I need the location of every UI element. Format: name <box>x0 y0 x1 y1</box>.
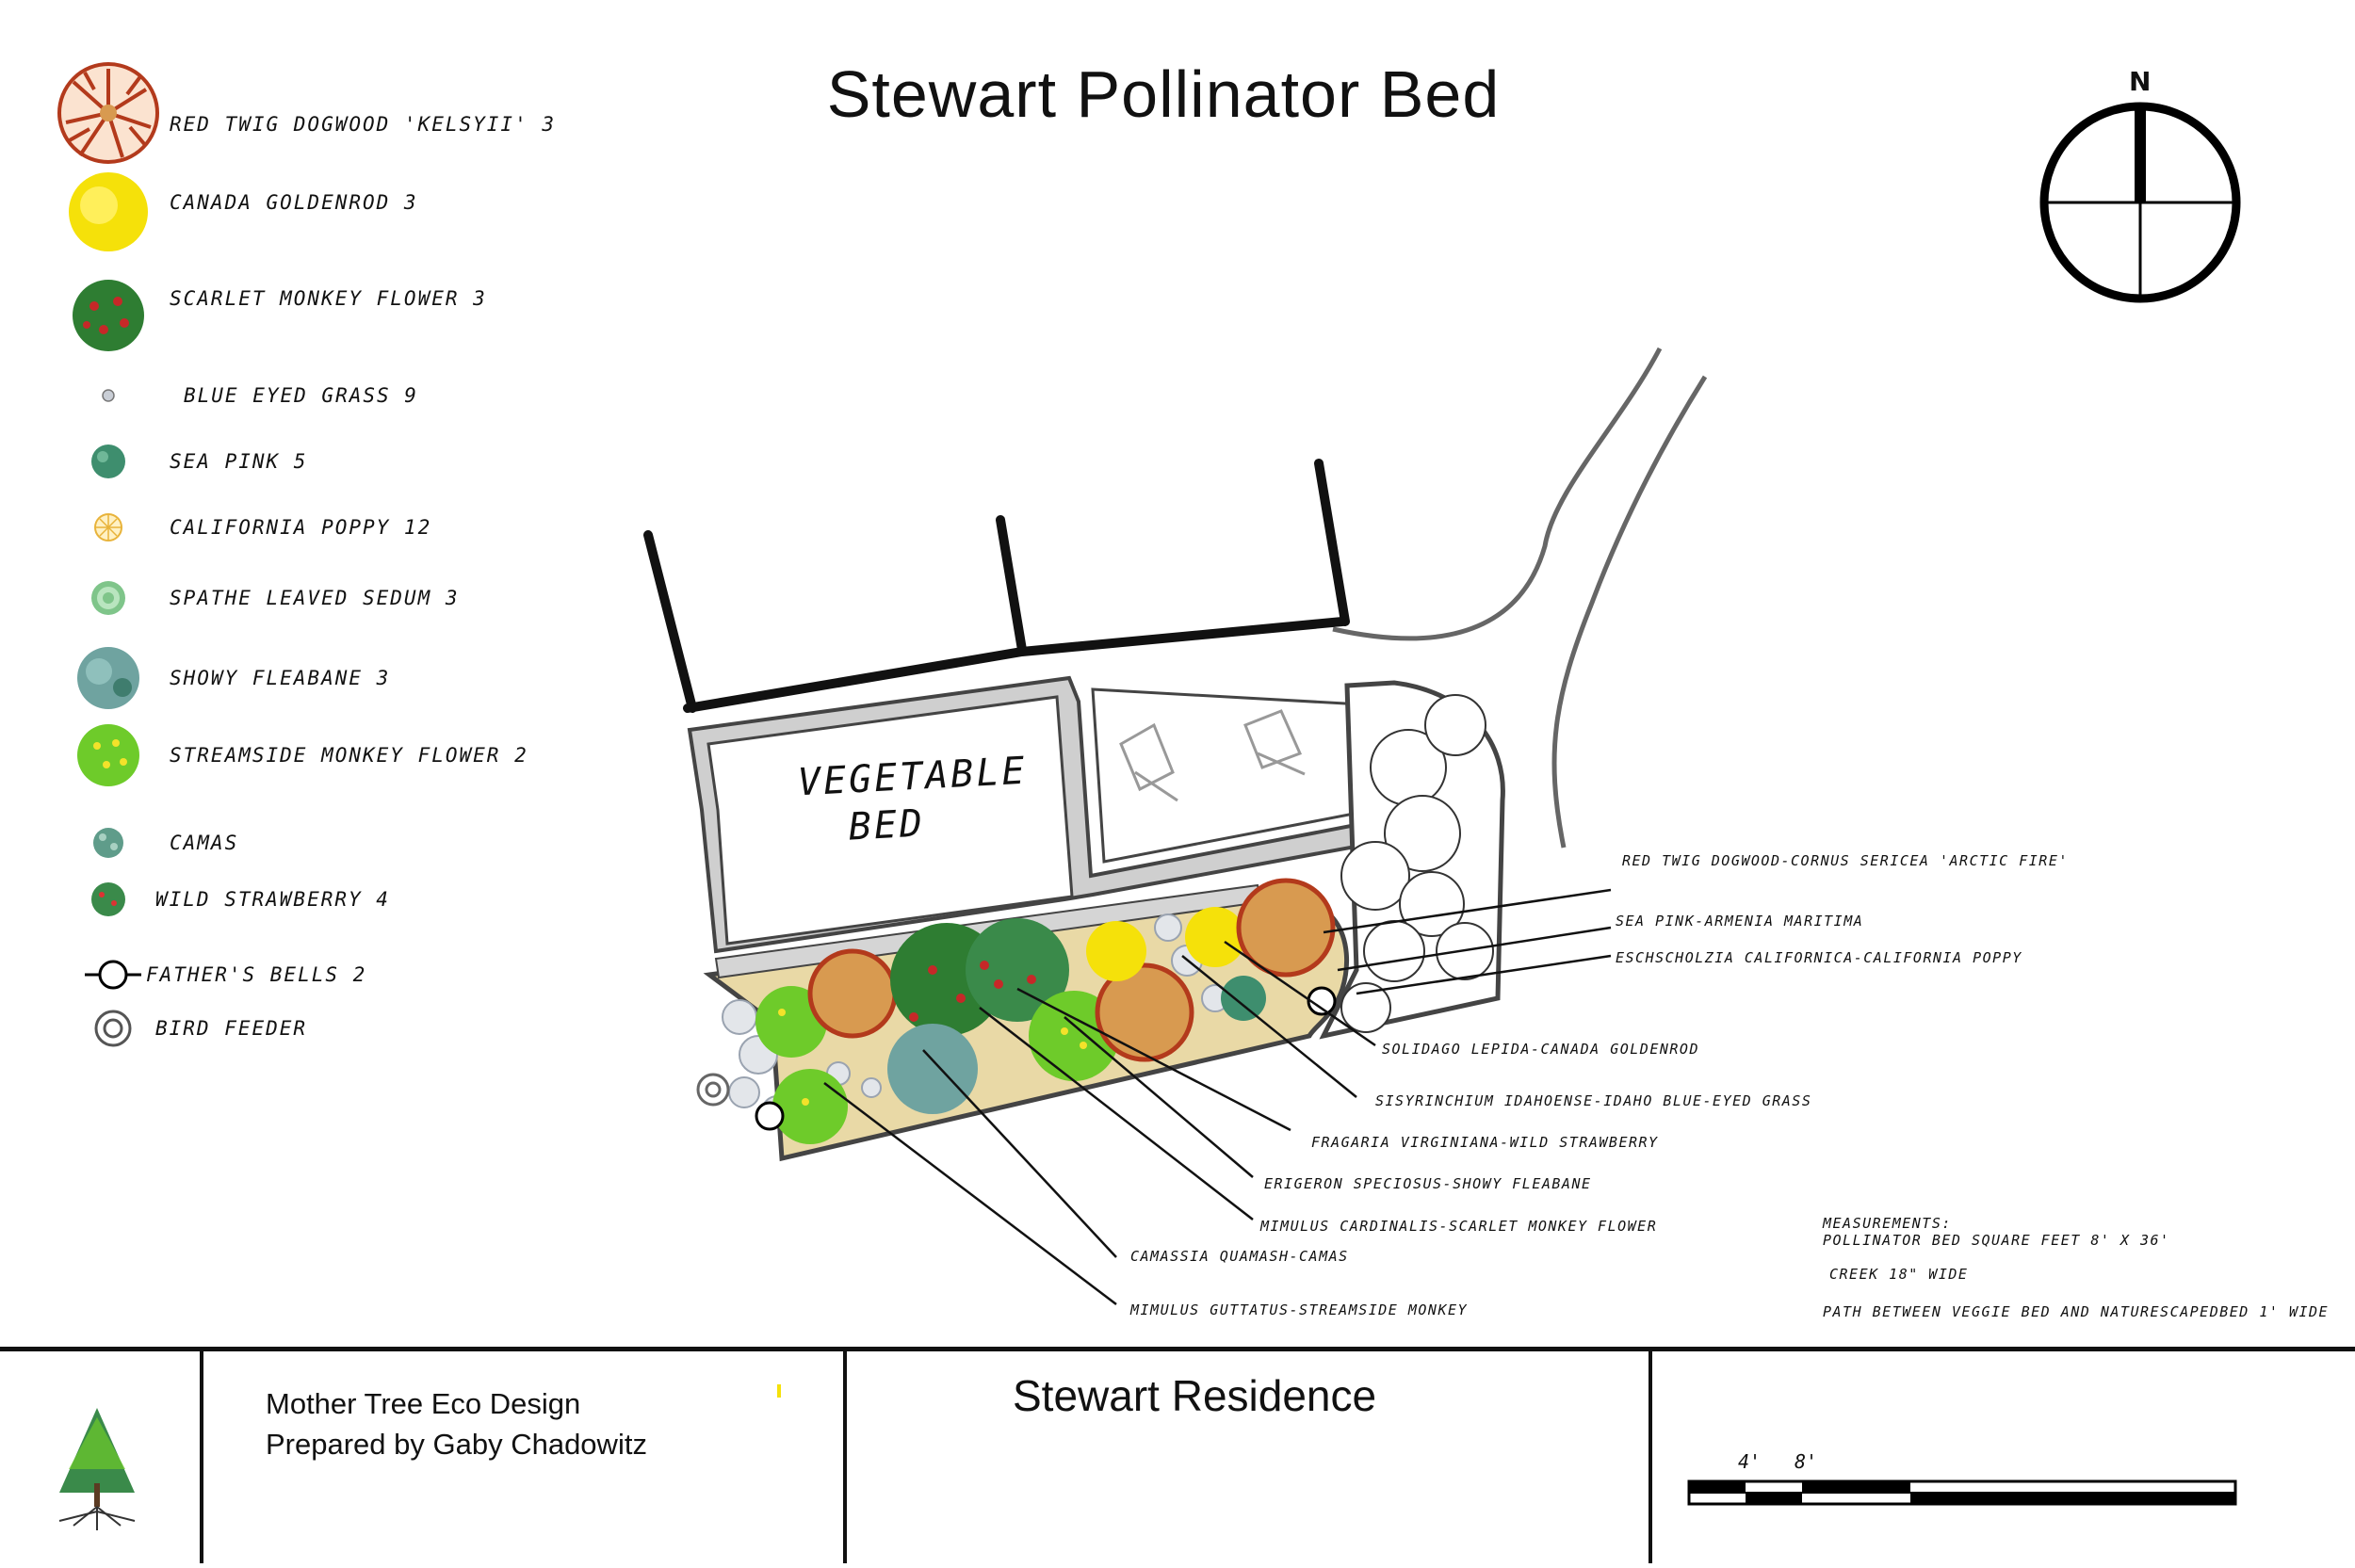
measurements-creek: creek 18" wide <box>1829 1266 1969 1283</box>
legend-label: Wild Strawberry 4 <box>155 888 390 911</box>
blue-eyed-grass-icon <box>57 358 160 433</box>
scale-bar: 4' 8' <box>1686 1450 2251 1516</box>
legend-label: Red Twig Dogwood 'Kelsyii' 3 <box>170 113 557 136</box>
streamside-monkey-flower-icon <box>57 718 160 793</box>
legend-item: Bird Feeder <box>0 991 612 1066</box>
legend-item: Blue Eyed Grass 9 <box>0 358 612 433</box>
legend-label: Streamside Monkey Flower 2 <box>170 744 528 767</box>
title-block-divider <box>843 1351 847 1563</box>
dogwood-icon <box>57 62 160 164</box>
callout-showy-fleabane: Erigeron speciosus-Showy Fleabane <box>1264 1175 1592 1192</box>
title-block: Mother Tree Eco Design Prepared by Gaby … <box>0 1347 2355 1568</box>
measurements-bed: Pollinator Bed square feet 8' x 36' <box>1823 1232 2170 1249</box>
legend-item: Red Twig Dogwood 'Kelsyii' 3 <box>0 62 612 164</box>
scarlet-monkey-flower-icon <box>57 278 160 353</box>
callout-sea-pink: Sea Pink-Armenia maritima <box>1616 913 1864 929</box>
title-block-divider <box>1648 1351 1652 1563</box>
page-title: Stewart Pollinator Bed <box>826 57 1501 131</box>
measurements-path: path between veggie bed and naturescaped… <box>1823 1303 2330 1320</box>
callout-scarlet-monkey-flower: Mimulus cardinalis-Scarlet Monkey Flower <box>1260 1218 1658 1235</box>
callout-goldenrod: Solidago lepida-Canada Goldenrod <box>1382 1041 1699 1058</box>
legend-label: Father's Bells 2 <box>146 963 367 986</box>
callout-wild-strawberry: Fragaria virginiana-Wild Strawberry <box>1311 1134 1659 1151</box>
callout-blue-eyed-grass: Sisyrinchium idahoense-Idaho Blue-eyed g… <box>1375 1092 1812 1109</box>
legend-item: California Poppy 12 <box>0 490 612 565</box>
plant-legend: Red Twig Dogwood 'Kelsyii' 3 Canada Gold… <box>0 0 612 1092</box>
callout-camas: Camassia quamash-Camas <box>1130 1248 1349 1265</box>
prepared-by: Prepared by Gaby Chadowitz <box>266 1428 647 1461</box>
legend-label: Sea Pink 5 <box>170 450 308 473</box>
legend-item: Wild Strawberry 4 <box>0 862 612 937</box>
scale-label-8: 8' <box>1795 1450 1818 1473</box>
title-block-divider <box>200 1351 203 1563</box>
callout-streamside-monkey: Mimulus guttatus-Streamside Monkey <box>1130 1301 1469 1318</box>
yellow-mark <box>777 1384 781 1398</box>
legend-item: Showy Fleabane 3 <box>0 640 612 716</box>
vegetable-bed-label: Vegetable Bed <box>761 746 1067 856</box>
company-name: Mother Tree Eco Design <box>266 1387 581 1420</box>
fleabane-icon <box>57 640 160 716</box>
wild-strawberry-icon <box>57 862 160 937</box>
callout-california-poppy: Eschscholzia californica-California Popp… <box>1616 949 2022 966</box>
legend-item: Sea Pink 5 <box>0 424 612 499</box>
scale-label-4: 4' <box>1738 1450 1762 1473</box>
legend-item: Father's Bells 2 <box>0 937 612 1012</box>
legend-item: Spathe Leaved Sedum 3 <box>0 560 612 636</box>
legend-label: California Poppy 12 <box>170 516 432 539</box>
sea-pink-icon <box>57 424 160 499</box>
camas-icon <box>57 805 160 881</box>
legend-label: Spathe Leaved Sedum 3 <box>170 587 460 609</box>
north-label: N <box>2129 66 2152 97</box>
title-block-top-rule <box>0 1347 2355 1351</box>
legend-item: Canada Goldenrod 3 <box>0 172 612 251</box>
north-compass: N <box>2025 66 2261 311</box>
sedum-icon <box>57 560 160 636</box>
legend-label: Blue Eyed Grass 9 <box>184 384 418 407</box>
tree-logo <box>45 1403 149 1535</box>
legend-item: Scarlet Monkey Flower 3 <box>0 278 612 353</box>
legend-label: Camas <box>170 832 239 854</box>
site-plan-drawing <box>643 347 1708 1305</box>
legend-item: Streamside Monkey Flower 2 <box>0 718 612 793</box>
california-poppy-icon <box>57 490 160 565</box>
bird-feeder-icon <box>85 991 141 1066</box>
site-plan: Vegetable Bed <box>603 320 2110 1356</box>
legend-label: Showy Fleabane 3 <box>170 667 391 689</box>
fathers-bells-icon <box>85 937 141 1012</box>
goldenrod-icon <box>57 172 160 251</box>
legend-label: Bird Feeder <box>155 1017 308 1040</box>
project-name: Stewart Residence <box>1013 1371 1377 1420</box>
bed-plantings <box>755 694 1494 1144</box>
measurements-heading: Measurements: <box>1823 1215 1952 1232</box>
legend-label: Canada Goldenrod 3 <box>170 191 418 214</box>
legend-label: Scarlet Monkey Flower 3 <box>170 287 487 310</box>
legend-item: Camas <box>0 805 612 881</box>
callout-dogwood: Red Twig Dogwood-Cornus sericea 'Arctic … <box>1622 852 2069 869</box>
